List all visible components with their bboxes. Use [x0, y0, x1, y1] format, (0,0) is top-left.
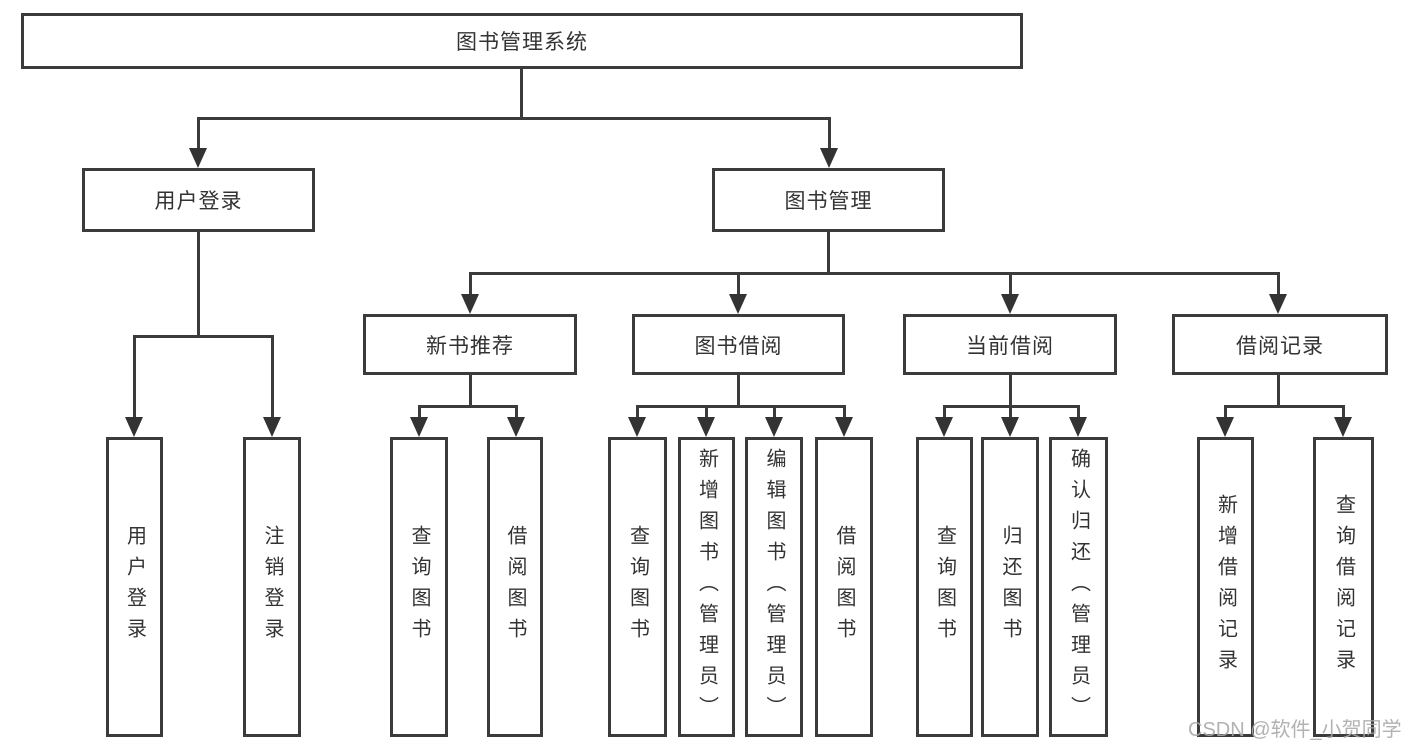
connector-line	[1342, 405, 1345, 419]
arrowhead-icon	[125, 417, 143, 437]
connector-line	[773, 405, 776, 419]
connector-line	[1009, 272, 1012, 295]
connector-line	[133, 335, 136, 417]
connector-line	[515, 405, 518, 419]
connector-line	[197, 117, 831, 120]
leaf-logout: 注销登录	[243, 437, 301, 737]
arrowhead-icon	[729, 294, 747, 314]
arrowhead-icon	[765, 417, 783, 437]
connector-line	[133, 335, 274, 338]
arrowhead-icon	[1334, 417, 1352, 437]
leaf-query-borrow-record: 查询借阅记录	[1313, 437, 1374, 737]
connector-line	[827, 232, 830, 273]
connector-line	[737, 272, 740, 295]
connector-line	[469, 272, 1280, 275]
connector-line	[705, 405, 708, 419]
arrowhead-icon	[935, 417, 953, 437]
connector-line	[418, 405, 518, 408]
connector-line	[636, 405, 846, 408]
connector-line	[636, 405, 639, 419]
node-current-borrow: 当前借阅	[903, 314, 1117, 375]
connector-line	[737, 375, 740, 408]
connector-line	[469, 375, 472, 408]
arrowhead-icon	[1269, 294, 1287, 314]
connector-line	[843, 405, 846, 419]
leaf-query-books-1: 查询图书	[390, 437, 448, 737]
leaf-borrow-books-1: 借阅图书	[487, 437, 543, 737]
arrowhead-icon	[189, 148, 207, 168]
connector-line	[828, 117, 831, 148]
leaf-add-books-admin: 新增图书（管理员）	[678, 437, 735, 737]
arrowhead-icon	[1069, 417, 1087, 437]
connector-line	[1277, 272, 1280, 295]
leaf-user-login: 用户登录	[106, 437, 163, 737]
node-new-book-recommend: 新书推荐	[363, 314, 577, 375]
leaf-query-books-3: 查询图书	[916, 437, 973, 737]
connector-line	[943, 405, 946, 419]
connector-line	[271, 335, 274, 417]
connector-line	[197, 117, 200, 148]
connector-line	[1077, 405, 1080, 419]
arrowhead-icon	[410, 417, 428, 437]
arrowhead-icon	[628, 417, 646, 437]
node-book-borrow: 图书借阅	[632, 314, 845, 375]
connector-line	[418, 405, 421, 419]
node-user-login: 用户登录	[82, 168, 315, 232]
connector-line	[197, 232, 200, 335]
connector-line	[1277, 375, 1280, 408]
leaf-borrow-books-2: 借阅图书	[815, 437, 873, 737]
node-borrow-records: 借阅记录	[1172, 314, 1388, 375]
leaf-return-books: 归还图书	[981, 437, 1039, 737]
node-book-management: 图书管理	[712, 168, 945, 232]
leaf-add-borrow-record: 新增借阅记录	[1197, 437, 1254, 737]
connector-line	[469, 272, 472, 295]
leaf-confirm-return-admin: 确认归还（管理员）	[1049, 437, 1108, 737]
arrowhead-icon	[835, 417, 853, 437]
node-root: 图书管理系统	[21, 13, 1023, 69]
arrowhead-icon	[1001, 417, 1019, 437]
arrowhead-icon	[263, 417, 281, 437]
arrowhead-icon	[697, 417, 715, 437]
connector-line	[1224, 405, 1345, 408]
watermark: CSDN @软件_小贺同学	[1188, 719, 1402, 741]
connector-line	[1009, 375, 1012, 408]
leaf-query-books-2: 查询图书	[608, 437, 667, 737]
arrowhead-icon	[461, 294, 479, 314]
connector-line	[520, 69, 523, 117]
connector-line	[1009, 405, 1012, 419]
arrowhead-icon	[820, 148, 838, 168]
leaf-edit-books-admin: 编辑图书（管理员）	[745, 437, 803, 737]
arrowhead-icon	[507, 417, 525, 437]
arrowhead-icon	[1216, 417, 1234, 437]
arrowhead-icon	[1001, 294, 1019, 314]
connector-line	[1224, 405, 1227, 419]
